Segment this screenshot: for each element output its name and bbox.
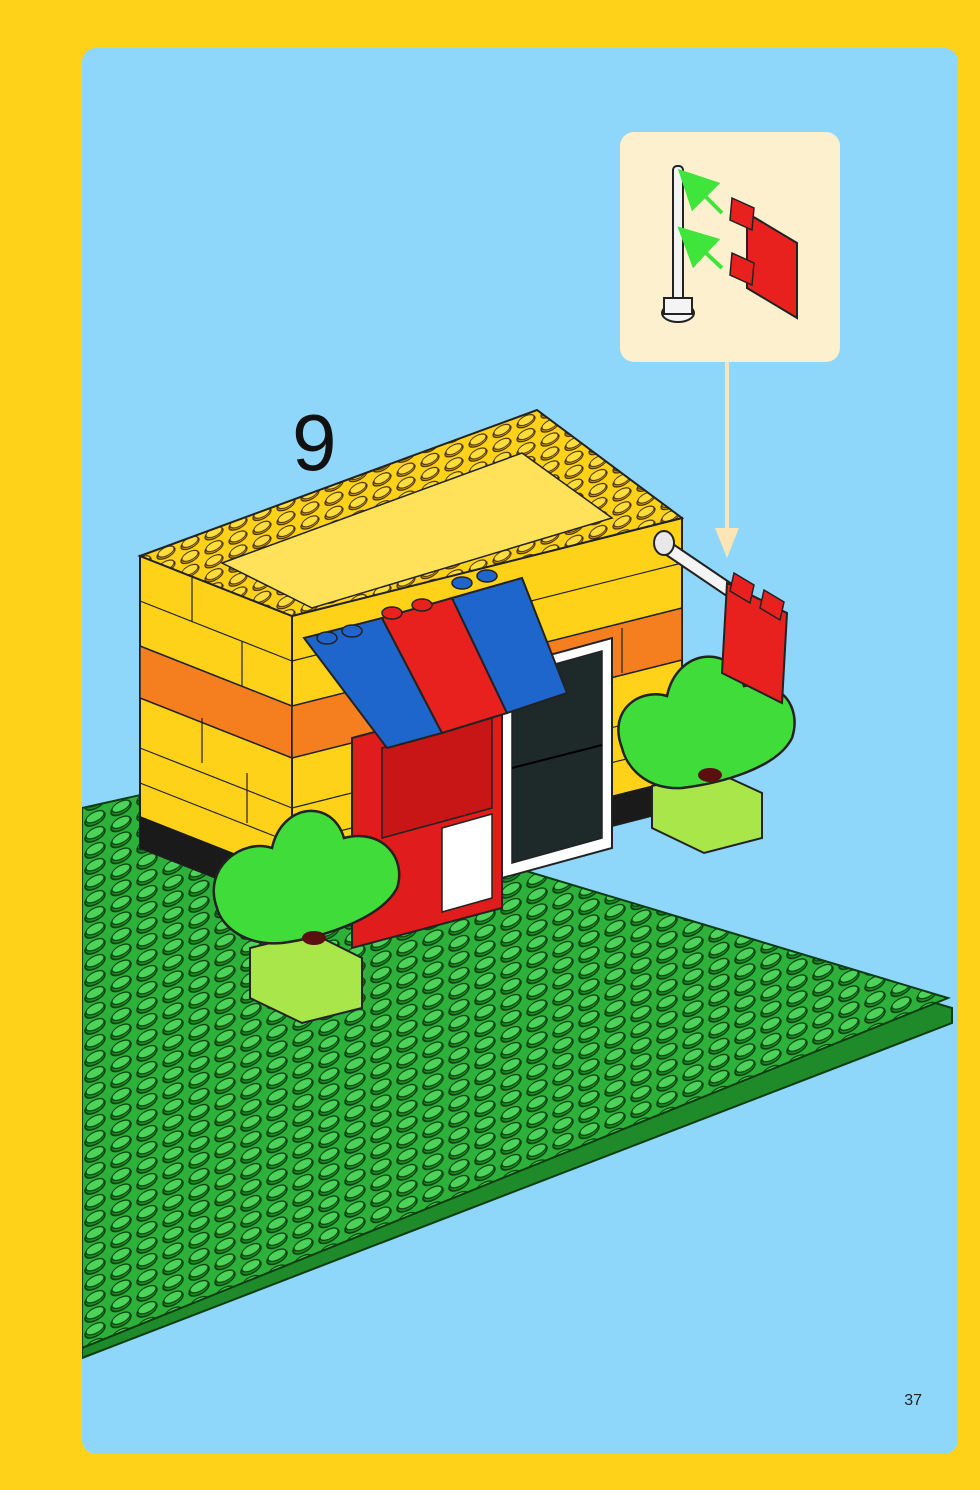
step-number: 9 [292, 403, 337, 483]
build-scene [82, 48, 958, 1454]
callout-box [620, 132, 840, 362]
page-number: 37 [904, 1392, 922, 1410]
placement-arrow-icon [715, 362, 739, 558]
step-panel: 9 37 [82, 48, 958, 1454]
